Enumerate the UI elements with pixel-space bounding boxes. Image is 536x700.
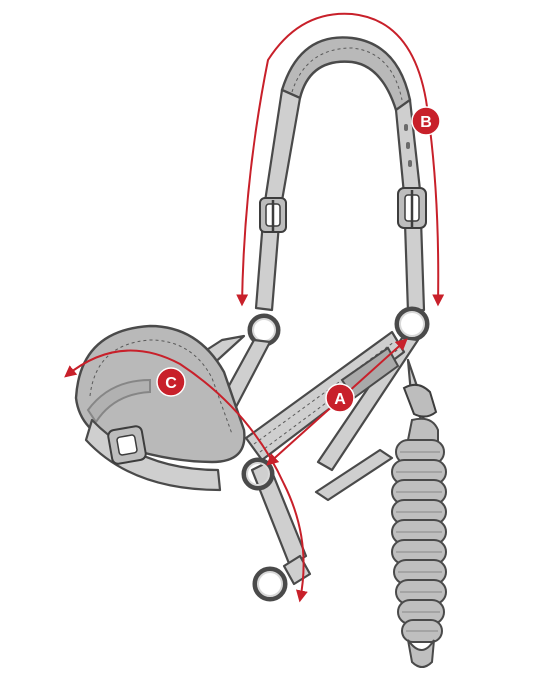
measurement-b-label: B: [420, 114, 432, 131]
measurement-b-arrow: [236, 12, 445, 307]
measurement-a-badge: A: [325, 383, 355, 413]
measurement-a-label: A: [334, 391, 346, 408]
noseband-buckle: [107, 425, 147, 465]
crown-holes: [404, 124, 412, 167]
right-cheek-buckle: [397, 187, 427, 229]
measurement-c-arrow: [64, 349, 308, 603]
measurement-b-badge: B: [411, 106, 441, 136]
measurement-c-badge: C: [156, 367, 186, 397]
lead-rope: [391, 358, 447, 668]
measurement-c-label: C: [165, 375, 177, 392]
rope-coils: [391, 439, 447, 668]
crown-piece: [254, 36, 426, 314]
right-cheek-ring: [394, 306, 430, 342]
lead-snap-clip: [402, 383, 438, 418]
left-cheek-buckle: [259, 197, 287, 233]
